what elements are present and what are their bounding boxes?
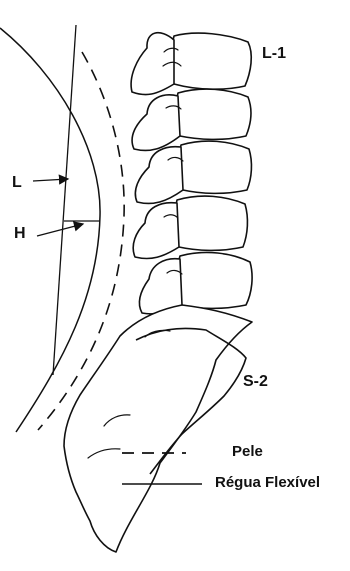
vertebra-l5 [177, 252, 252, 308]
label-s2: S-2 [243, 373, 268, 390]
label-h: H [14, 225, 26, 242]
vertebra-l2 [176, 89, 251, 139]
vertebra-l3 [179, 141, 252, 193]
label-l: L [12, 174, 22, 191]
vertebra-l4 [175, 196, 248, 250]
posterior-l3 [135, 147, 183, 204]
arrow-h [37, 224, 83, 236]
label-l1: L-1 [262, 45, 286, 62]
sacrum [64, 305, 252, 552]
vertebra-l1 [171, 33, 251, 89]
chord-line-l [53, 25, 76, 375]
arrow-l [33, 179, 68, 181]
posterior-l2 [132, 95, 180, 151]
legend-ruler-label: Régua Flexível [215, 474, 320, 491]
posterior-l4 [133, 203, 179, 259]
legend-skin-label: Pele [232, 443, 263, 460]
